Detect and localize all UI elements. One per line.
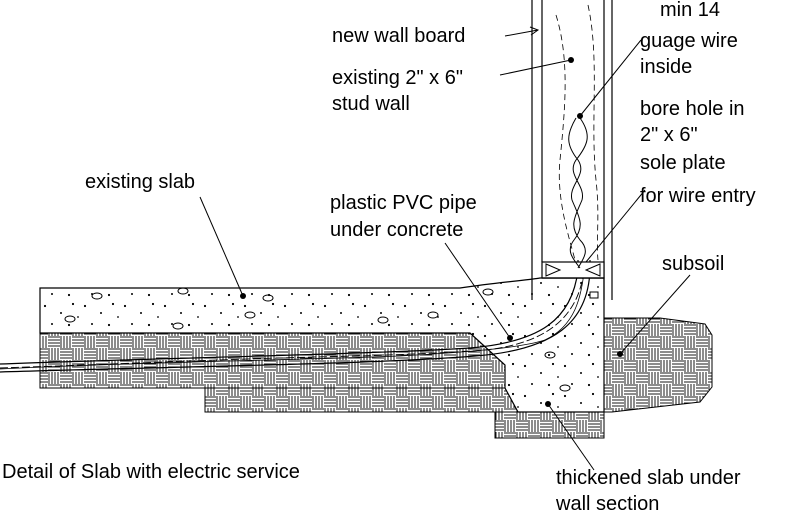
label-bore-2: 2" x 6" — [640, 124, 698, 146]
label-new-wall-board: new wall board — [332, 25, 465, 47]
label-thickened-2: wall section — [555, 493, 659, 515]
label-min-wire-1: min 14 — [660, 0, 720, 21]
subsoil-layers — [39, 317, 713, 439]
label-existing-stud-2: stud wall — [332, 93, 410, 115]
label-pvc-2: under concrete — [330, 219, 463, 241]
twisted-wire — [568, 117, 588, 269]
leader-dots — [240, 57, 623, 407]
label-bore-4: for wire entry — [640, 185, 756, 207]
label-pvc-1: plastic PVC pipe — [330, 192, 477, 214]
leader-lines — [199, 26, 691, 471]
sole-plate — [541, 261, 605, 299]
label-bore-3: sole plate — [640, 152, 726, 174]
text-labels: new wall board existing 2" x 6" stud wal… — [2, 0, 756, 515]
label-min-wire-3: inside — [640, 56, 692, 78]
label-min-wire-2: guage wire — [640, 30, 738, 52]
label-existing-stud-1: existing 2" x 6" — [332, 67, 463, 89]
label-thickened-1: thickened slab under — [556, 467, 741, 489]
stud-wall — [531, 0, 613, 300]
diagram-caption: Detail of Slab with electric service — [2, 461, 300, 483]
label-subsoil: subsoil — [662, 253, 724, 275]
label-bore-1: bore hole in — [640, 98, 745, 120]
existing-slab-body — [39, 277, 605, 413]
label-existing-slab: existing slab — [85, 171, 195, 193]
pvc-pipe — [0, 260, 591, 373]
